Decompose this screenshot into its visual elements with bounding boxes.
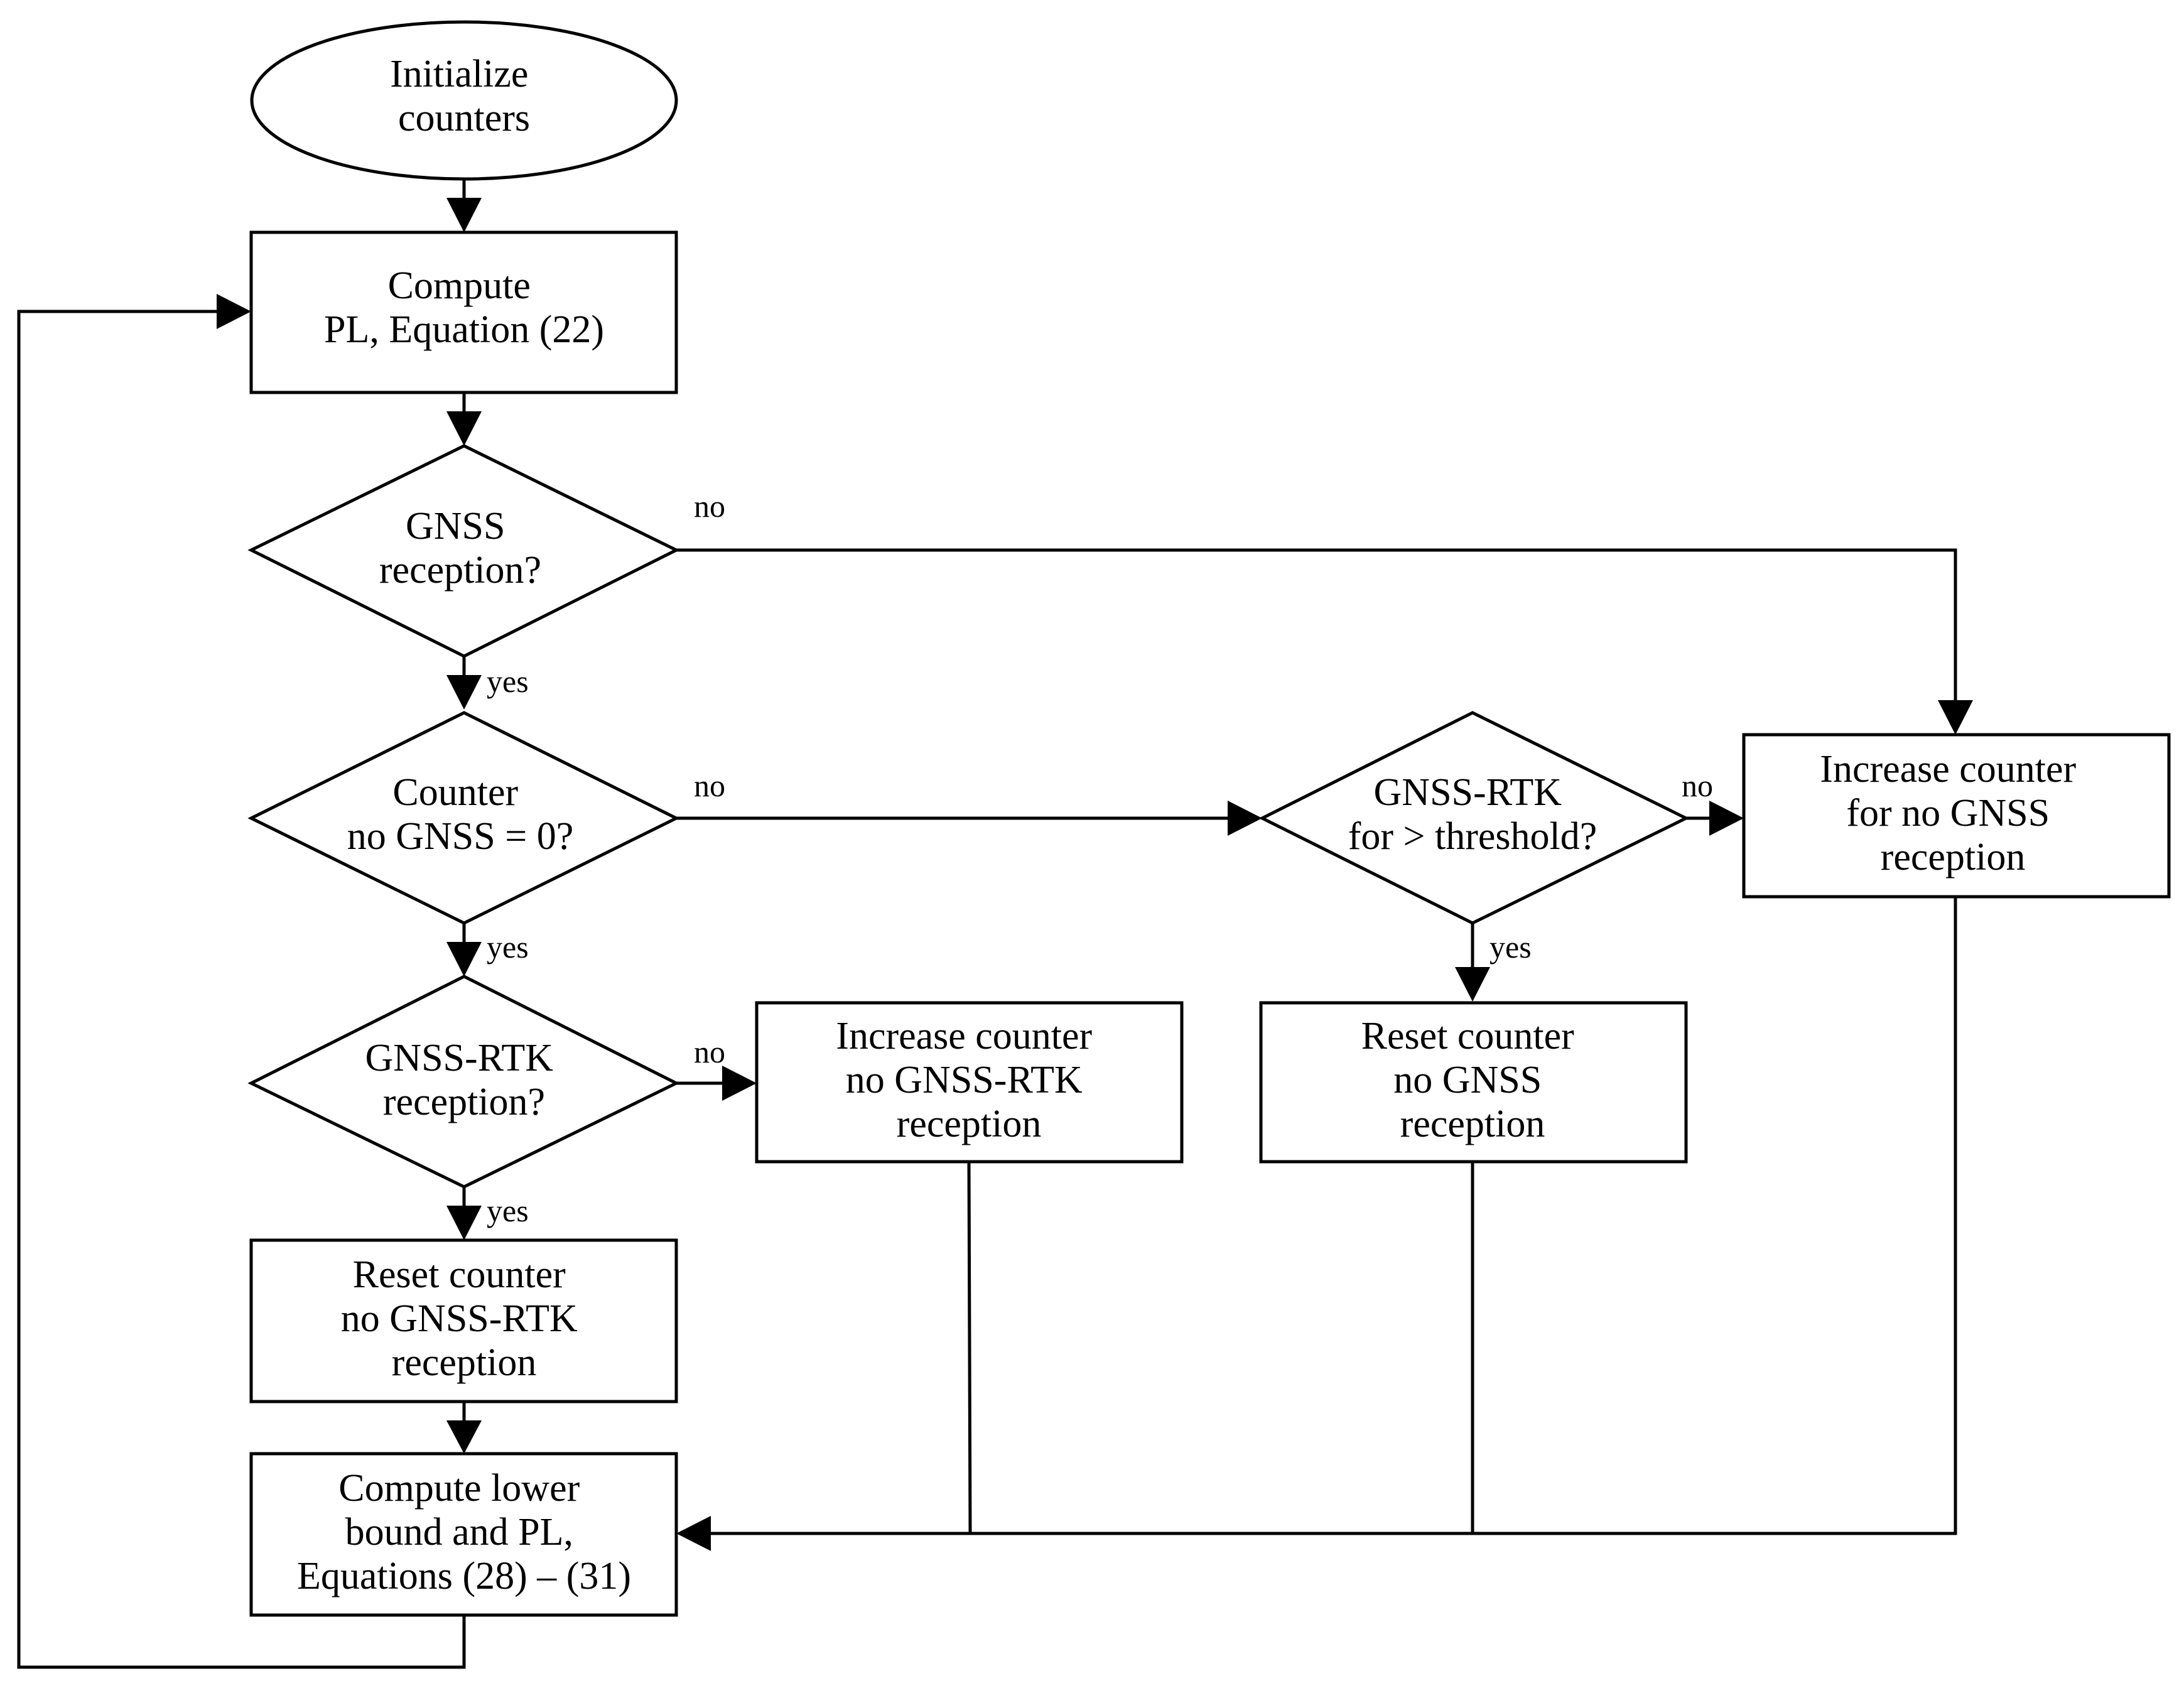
reset-gnss-box: Reset counter no GNSS reception bbox=[1259, 1001, 1688, 1164]
edge-label-gnss-no: no bbox=[694, 489, 725, 524]
node-label-line: reception? bbox=[383, 1081, 545, 1123]
node-label-line: reception bbox=[1400, 1103, 1545, 1145]
edge-label-rtk-no: no bbox=[694, 1034, 725, 1069]
arrowhead-right bbox=[1709, 801, 1744, 836]
node-label-line: Reset counter bbox=[1361, 1015, 1575, 1057]
svg-text:GNSS-RTK for > threshold: GNSS-RTK for > threshold? bbox=[1348, 771, 1597, 858]
increase-rtk-box: Increase counter no GNSS-RTK reception bbox=[755, 1001, 1184, 1164]
edge-label-threshold-yes: yes bbox=[1489, 929, 1532, 965]
node-label-line: GNSS-RTK bbox=[1374, 771, 1562, 814]
arrowhead-down bbox=[446, 675, 482, 710]
svg-text:Increase counter for no: Increase counter for no GNSS reception bbox=[1820, 748, 2085, 878]
arrowhead-down bbox=[446, 942, 482, 976]
arrowhead-down bbox=[446, 1206, 482, 1240]
arrowhead-down bbox=[446, 198, 482, 232]
edge-label-counter-no: no bbox=[694, 768, 725, 803]
counter-zero-decision: Counter no GNSS = 0? bbox=[247, 711, 680, 925]
node-label-line: no GNSS-RTK bbox=[341, 1297, 578, 1340]
compute-lower-box: Compute lower bound and PL, Equations (2… bbox=[249, 1452, 678, 1617]
arrowhead-right bbox=[1228, 801, 1262, 836]
node-label-line: Initialize bbox=[390, 53, 528, 95]
node-label-line: reception bbox=[392, 1341, 537, 1384]
node-label-line: GNSS bbox=[406, 505, 505, 548]
node-label-line: reception? bbox=[379, 549, 541, 592]
node-label-line: Compute bbox=[388, 264, 531, 307]
edge-loop-back bbox=[17, 310, 466, 1669]
arrowhead-down bbox=[1455, 967, 1490, 1002]
svg-text:Initialize counters: Initialize counters bbox=[390, 53, 538, 139]
arrowhead-right bbox=[217, 294, 251, 329]
node-label-line: reception bbox=[1881, 836, 2026, 878]
node-label-line: Increase counter bbox=[1820, 748, 2076, 791]
edge-label-gnss-yes: yes bbox=[487, 664, 529, 699]
edge-labels: no yes no yes no yes no yes bbox=[487, 489, 1713, 1228]
svg-text:Reset counter no GNSS: Reset counter no GNSS reception bbox=[1361, 1015, 1584, 1145]
edge-increase-rtk-merge bbox=[967, 1161, 972, 1534]
svg-text:GNSS-RTK reception?: GNSS-RTK reception? bbox=[365, 1037, 563, 1123]
node-label-line: PL, Equation (22) bbox=[324, 308, 604, 351]
connectors bbox=[17, 179, 1957, 1669]
svg-text:Compute PL, Equation (22: Compute PL, Equation (22) bbox=[324, 264, 604, 351]
node-label-line: GNSS-RTK bbox=[365, 1037, 554, 1079]
arrowheads bbox=[217, 198, 1973, 1551]
node-label-line: Equations (28) – (31) bbox=[297, 1555, 631, 1597]
compute-pl-box: Compute PL, Equation (22) bbox=[249, 230, 678, 394]
edge-increase-gnss-merge bbox=[710, 897, 1957, 1535]
edge-label-rtk-yes: yes bbox=[487, 1193, 529, 1228]
node-label-line: Reset counter bbox=[353, 1253, 566, 1296]
rtk-threshold-decision: GNSS-RTK for > threshold? bbox=[1258, 711, 1690, 925]
svg-text:GNSS reception?: GNSS reception? bbox=[379, 505, 541, 592]
node-label-line: no GNSS bbox=[1393, 1059, 1542, 1101]
node-label-line: bound and PL, bbox=[345, 1511, 573, 1554]
edge-label-counter-yes: yes bbox=[487, 929, 529, 965]
edge-label-threshold-no: no bbox=[1682, 768, 1713, 803]
reset-rtk-box: Reset counter no GNSS-RTK reception bbox=[249, 1238, 678, 1403]
arrowhead-left bbox=[676, 1516, 711, 1551]
node-label-line: no GNSS = 0? bbox=[347, 815, 574, 858]
start-node: Initialize counters bbox=[250, 20, 678, 181]
node-label-line: Counter bbox=[392, 771, 518, 814]
arrowhead-right bbox=[722, 1066, 757, 1101]
edge-gnss-no bbox=[676, 548, 1957, 703]
node-label-line: for > threshold? bbox=[1348, 815, 1597, 858]
node-label-line: Increase counter bbox=[836, 1015, 1092, 1057]
svg-text:Compute lower bound and: Compute lower bound and PL, Equations (2… bbox=[297, 1467, 631, 1597]
svg-text:Reset counter no GNSS-RT: Reset counter no GNSS-RTK reception bbox=[341, 1253, 587, 1384]
svg-text:Counter no GNSS = 0?: Counter no GNSS = 0? bbox=[347, 771, 574, 858]
node-label-line: no GNSS-RTK bbox=[846, 1059, 1083, 1101]
node-label-line: for no GNSS bbox=[1846, 792, 2050, 835]
arrowhead-down bbox=[446, 411, 482, 446]
node-label-line: counters bbox=[398, 97, 530, 139]
increase-gnss-box: Increase counter for no GNSS reception bbox=[1742, 733, 2171, 899]
rtk-reception-decision: GNSS-RTK reception? bbox=[247, 975, 680, 1189]
node-label-line: reception bbox=[897, 1103, 1042, 1145]
svg-text:Increase counter no GNSS: Increase counter no GNSS-RTK reception bbox=[836, 1015, 1101, 1145]
node-label-line: Compute lower bbox=[338, 1467, 580, 1510]
gnss-reception-decision: GNSS reception? bbox=[247, 444, 680, 658]
arrowhead-down bbox=[1938, 700, 1973, 735]
arrowhead-down bbox=[446, 1420, 482, 1454]
